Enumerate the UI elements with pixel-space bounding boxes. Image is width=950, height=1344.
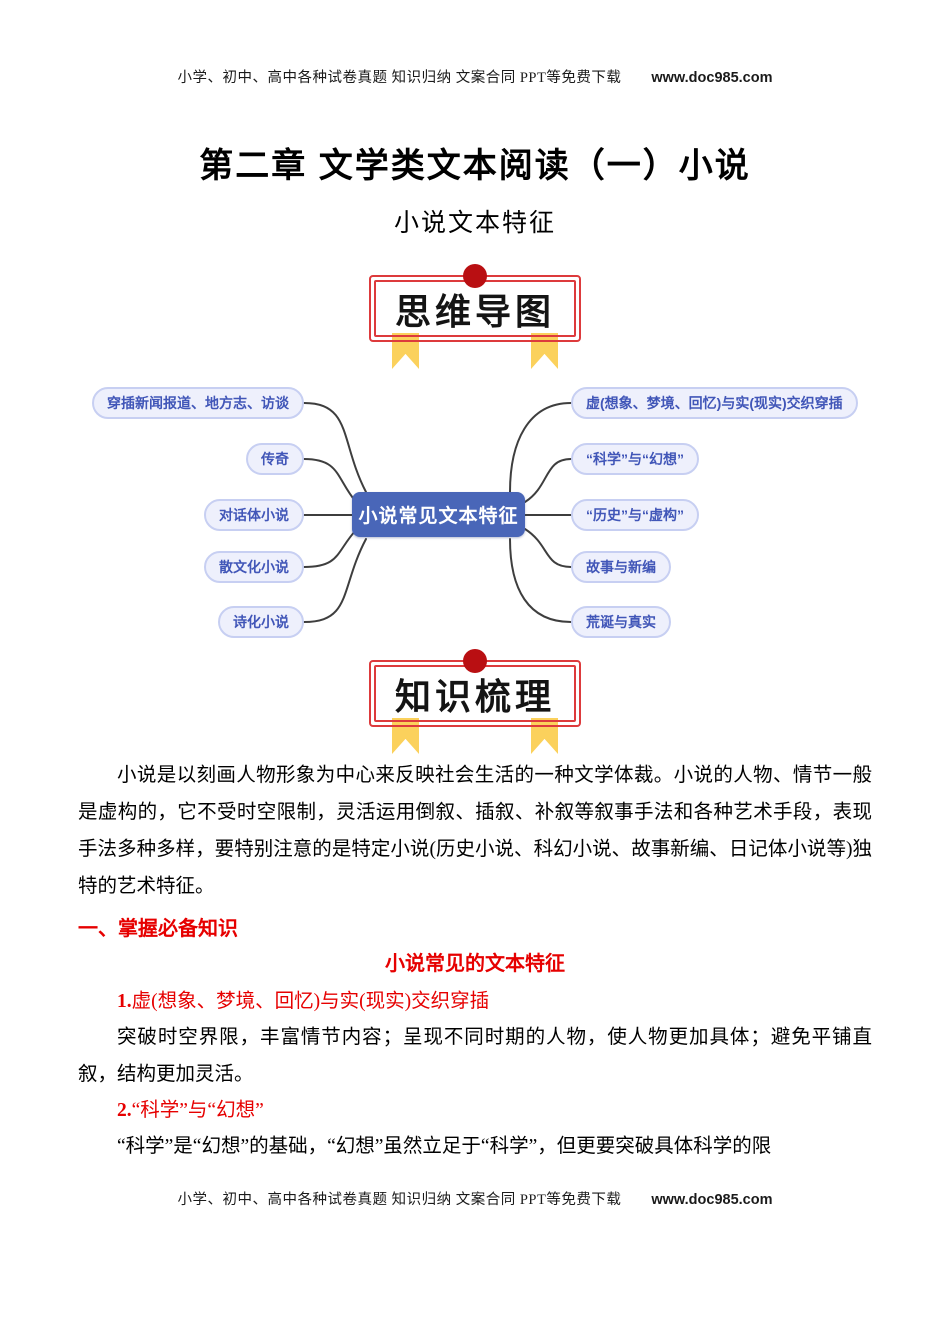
header-text: 小学、初中、高中各种试卷真题 知识归纳 文案合同 PPT等免费下载 — [177, 70, 622, 86]
center-heading: 小说常见的文本特征 — [385, 953, 565, 975]
page-footer: 小学、初中、高中各种试卷真题 知识归纳 文案合同 PPT等免费下载 www.doc… — [0, 1188, 950, 1209]
mindmap-node-right-1: 虚(想象、梦境、回忆)与实(现实)交织穿插 — [571, 387, 858, 419]
feature-2-number: 2. — [117, 1100, 132, 1121]
feature-1-body: 突破时空界限，丰富情节内容；呈现不同时期的人物，使人物更加具体；避免平铺直叙，结… — [78, 1027, 872, 1085]
mindmap-node-left-5: 诗化小说 — [218, 606, 304, 638]
intro-paragraph: 小说是以刻画人物形象为中心来反映社会生活的一种文学体裁。小说的人物、情节一般是虚… — [78, 765, 872, 897]
knowledge-badge: 知识梳理 — [369, 649, 581, 754]
knowledge-badge-label: 知识梳理 — [394, 675, 555, 717]
header-url[interactable]: www.doc985.com — [651, 70, 773, 86]
red-dot-icon — [463, 649, 487, 673]
section-heading: 一、掌握必备知识 — [78, 918, 238, 940]
page-subtitle: 小说文本特征 — [393, 209, 556, 237]
feature-2-body: “科学”是“幻想”的基础，“幻想”虽然立足于“科学”，但更要突破具体科学的限 — [117, 1136, 772, 1157]
feature-1-title: 虚(想象、梦境、回忆)与实(现实)交织穿插 — [131, 991, 490, 1012]
feature-1-heading: 1.虚(想象、梦境、回忆)与实(现实)交织穿插 — [78, 984, 872, 1020]
mindmap-badge-label: 思维导图 — [394, 290, 555, 332]
red-dot-icon — [463, 264, 487, 288]
footer-text: 小学、初中、高中各种试卷真题 知识归纳 文案合同 PPT等免费下载 — [177, 1192, 622, 1208]
page-title: 第二章 文学类文本阅读（一）小说 — [199, 147, 751, 185]
mindmap-node-right-3: “历史”与“虚构” — [571, 499, 699, 531]
mindmap-node-left-3: 对话体小说 — [204, 499, 304, 531]
page-header: 小学、初中、高中各种试卷真题 知识归纳 文案合同 PPT等免费下载 www.doc… — [0, 66, 950, 87]
mindmap-node-right-4: 故事与新编 — [571, 551, 671, 583]
mindmap-center-node: 小说常见文本特征 — [352, 492, 525, 537]
mindmap-diagram: 穿插新闻报道、地方志、访谈 传奇 对话体小说 散文化小说 诗化小说 小说常见文本… — [80, 380, 875, 652]
mindmap-badge: 思维导图 — [369, 264, 581, 369]
mindmap-node-left-2: 传奇 — [246, 443, 304, 475]
footer-url[interactable]: www.doc985.com — [651, 1192, 773, 1208]
feature-2-heading: 2.“科学”与“幻想” — [78, 1093, 872, 1129]
mindmap-node-right-5: 荒诞与真实 — [571, 606, 671, 638]
mindmap-node-right-2: “科学”与“幻想” — [571, 443, 699, 475]
mindmap-node-left-1: 穿插新闻报道、地方志、访谈 — [92, 387, 304, 419]
mindmap-node-left-4: 散文化小说 — [204, 551, 304, 583]
feature-2-title: “科学”与“幻想” — [131, 1100, 264, 1121]
feature-1-number: 1. — [117, 991, 132, 1012]
mindmap-connectors — [303, 402, 572, 623]
